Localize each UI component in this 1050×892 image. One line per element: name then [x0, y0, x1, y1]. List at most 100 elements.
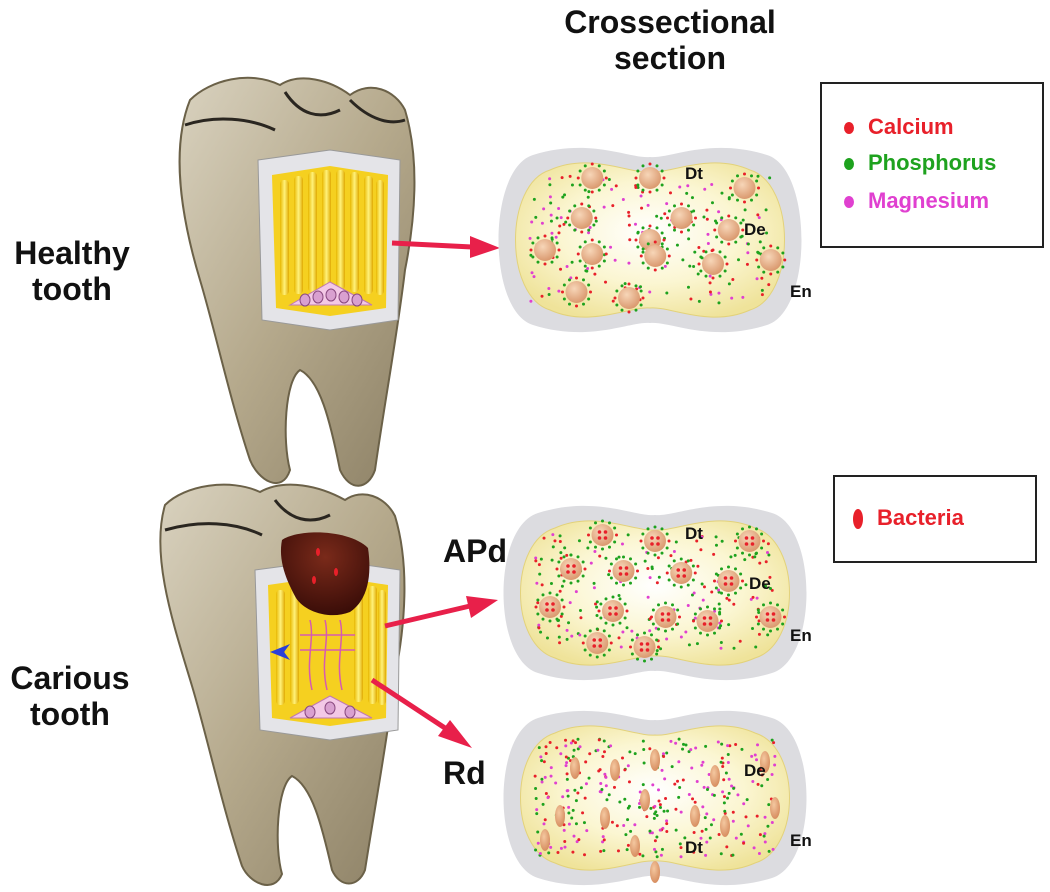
peritubular-mineral-dot	[634, 176, 638, 180]
peritubular-mineral-dot	[730, 193, 734, 197]
mineral-dot	[549, 845, 553, 849]
peritubular-mineral-dot	[673, 228, 676, 232]
mineral-dot	[702, 785, 706, 789]
intratubular-bacteria-dot	[729, 576, 734, 580]
mineral-dot	[595, 613, 599, 617]
intratubular-bacteria-dot	[650, 536, 654, 540]
mineral-dot	[558, 224, 562, 228]
carious-lesion-bacteria	[312, 548, 338, 584]
peritubular-mineral-dot	[578, 183, 582, 187]
peritubular-mineral-dot	[636, 183, 640, 187]
mineral-dot	[578, 609, 582, 613]
mineral-dot	[575, 840, 579, 844]
peritubular-mineral-dot	[720, 591, 723, 595]
mineral-dot	[566, 789, 570, 793]
mineral-dot	[653, 804, 657, 808]
mineral-dot	[654, 850, 658, 854]
peritubular-mineral-dot	[676, 622, 680, 626]
mineral-dot	[704, 827, 708, 831]
mineral-dot	[554, 235, 558, 239]
mineral-dot	[626, 533, 630, 537]
mineral-dot	[638, 805, 642, 809]
peritubular-mineral-dot	[602, 653, 606, 657]
peritubular-mineral-dot	[629, 581, 632, 585]
mineral-dot	[559, 846, 563, 850]
peritubular-mineral-dot	[566, 216, 570, 220]
intratubular-bacteria-dot	[656, 536, 660, 540]
healthy-label-line2: tooth	[32, 271, 112, 307]
peritubular-mineral-dot	[609, 562, 613, 566]
peritubular-mineral-dot	[743, 200, 746, 204]
dentinal-tubule	[717, 219, 740, 241]
peritubular-mineral-dot	[676, 608, 680, 612]
mineral-dot	[727, 777, 731, 781]
bacteria-icon	[853, 509, 863, 530]
peritubular-mineral-dot	[762, 246, 766, 250]
mineral-dot	[559, 556, 563, 560]
mineral-dot	[544, 751, 548, 755]
mineral-dot	[564, 764, 568, 768]
intratubular-bacteria-dot	[750, 542, 755, 546]
mineral-dot	[705, 787, 709, 791]
mineral-dot	[712, 552, 716, 556]
mineral-dot	[558, 534, 562, 538]
peritubular-mineral-dot	[743, 172, 746, 176]
peritubular-mineral-dot	[699, 255, 703, 259]
peritubular-mineral-dot	[734, 591, 737, 595]
degraded-tubule	[720, 815, 730, 837]
peritubular-mineral-dot	[667, 578, 671, 582]
mineral-dot	[755, 596, 759, 600]
mineral-dot	[760, 784, 764, 788]
mineral-dot	[745, 798, 749, 802]
mineral-dot	[704, 853, 708, 857]
peritubular-mineral-dot	[604, 621, 608, 625]
mineral-dot	[734, 836, 738, 840]
intratubular-bacteria-dot	[618, 566, 623, 570]
peritubular-mineral-dot	[692, 209, 696, 213]
mineral-dot	[771, 847, 775, 851]
mineral-dot	[719, 760, 723, 764]
peritubular-mineral-dot	[660, 551, 664, 555]
mineral-dot	[753, 555, 757, 559]
mineral-dot	[677, 737, 681, 741]
mineral-dot	[709, 823, 713, 827]
peritubular-mineral-dot	[636, 231, 640, 235]
peritubular-mineral-dot	[755, 258, 759, 262]
peritubular-mineral-dot	[646, 527, 650, 531]
mineral-dot	[720, 756, 724, 760]
intratubular-bacteria-dot	[666, 612, 671, 616]
mineral-dot	[676, 779, 680, 783]
mineral-dot	[687, 643, 691, 647]
mineral-dot	[720, 539, 724, 543]
mineral-dot	[571, 850, 575, 854]
mineral-dot	[757, 619, 761, 623]
carious-tubule-rods	[276, 582, 386, 705]
mineral-dot	[642, 761, 646, 765]
mineral-dot	[755, 758, 759, 762]
mineral-dot	[628, 238, 632, 242]
peritubular-mineral-dot	[641, 546, 645, 550]
peritubular-mineral-dot	[691, 578, 695, 582]
mineral-dot	[690, 196, 694, 200]
peritubular-mineral-dot	[714, 572, 718, 576]
peritubular-mineral-dot	[718, 612, 722, 616]
peritubular-mineral-dot	[534, 605, 538, 609]
mineral-dot	[626, 806, 630, 810]
mineral-dot	[583, 796, 587, 800]
peritubular-mineral-dot	[597, 188, 601, 192]
mineral-dot	[719, 646, 723, 650]
mineral-dot	[646, 203, 650, 207]
mineral-dot	[760, 773, 764, 777]
mineral-dot	[703, 187, 707, 191]
degraded-tubule	[770, 797, 780, 819]
mineral-dot	[535, 581, 539, 585]
mineral-dot	[543, 818, 547, 822]
peritubular-mineral-dot	[756, 608, 760, 612]
mineral-dot	[652, 816, 656, 820]
arrows	[370, 236, 500, 748]
mineral-dot	[534, 559, 538, 563]
mineral-dot	[563, 193, 567, 197]
mineral-dot	[599, 849, 603, 853]
mineral-dot	[627, 214, 631, 218]
